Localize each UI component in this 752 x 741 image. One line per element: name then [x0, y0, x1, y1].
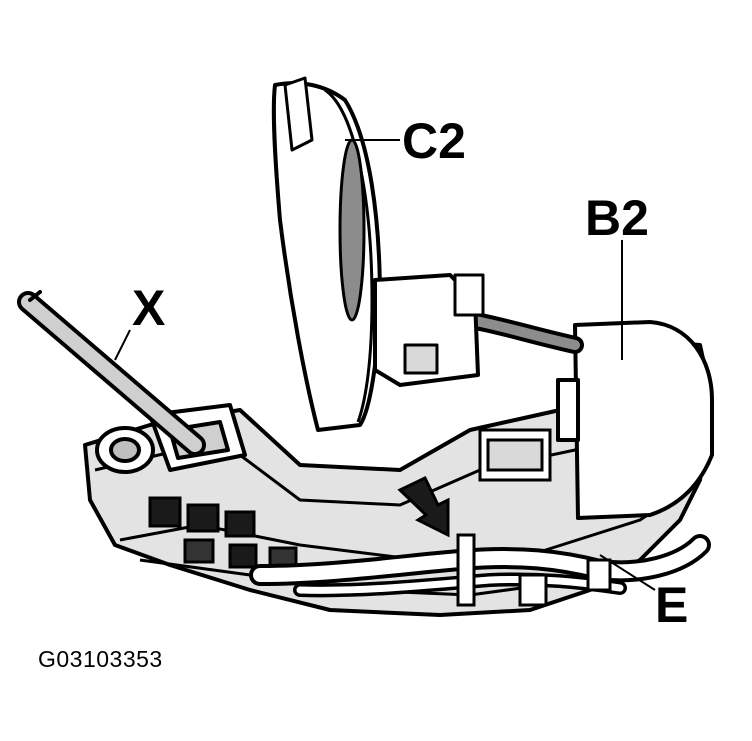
connector-b2: [556, 320, 714, 520]
figure-code: G03103353: [38, 646, 163, 672]
cable-ties: [456, 533, 612, 607]
label-c2: C2: [402, 113, 466, 169]
c2-b2-cable: [461, 311, 584, 354]
leader-lines: [114, 139, 656, 591]
label-x: X: [132, 280, 165, 336]
end-clip: [95, 426, 155, 474]
c2-plug: [373, 273, 485, 387]
b2-latch: [478, 428, 552, 482]
connector-c2: [271, 76, 382, 432]
label-b2: B2: [585, 190, 649, 246]
bracket-slots: [148, 496, 298, 572]
tool-x-shaft: [17, 290, 206, 456]
label-e: E: [655, 577, 688, 633]
direction-arrow: [397, 475, 450, 538]
wiring-harness: [249, 534, 711, 598]
